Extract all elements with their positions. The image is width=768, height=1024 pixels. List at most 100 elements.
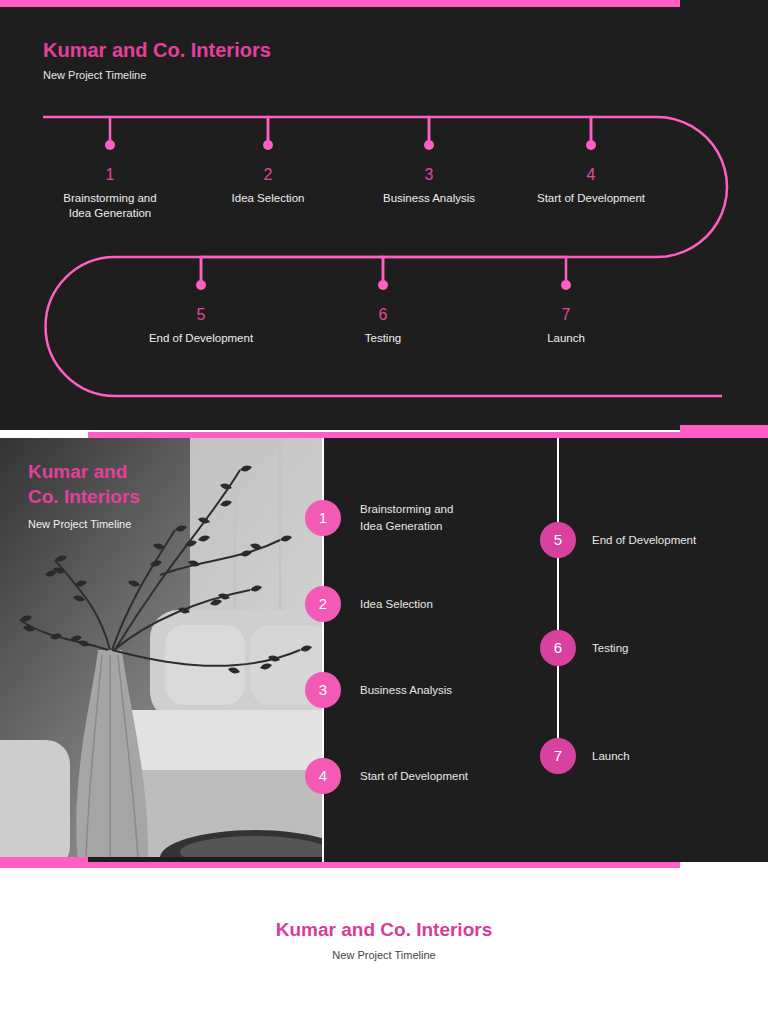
timeline-step: 3Business Analysis [349, 140, 509, 206]
step-label: Idea Selection [360, 596, 433, 613]
accent-bar [680, 425, 768, 432]
timeline-step: 2Idea Selection [188, 140, 348, 206]
bowl [160, 830, 323, 857]
timeline-connector [383, 257, 566, 280]
step-label: Brainstorming and Idea Generation [56, 191, 164, 221]
timeline-connector [322, 708, 324, 758]
step-label: Idea Selection [232, 191, 305, 206]
step-circle: 3Business Analysis [305, 672, 341, 708]
text-slot: New Project Timeline [43, 68, 343, 82]
step-label: End of Development [592, 532, 696, 549]
text-slot: Kumar and Co. Interiors [0, 918, 768, 942]
step-number: 3 [319, 681, 327, 699]
text-slot: New Project Timeline [28, 517, 228, 531]
step-circle: 1Brainstorming and Idea Generation [305, 500, 341, 536]
timeline-dot [424, 140, 434, 150]
timeline-step: 7Launch [486, 280, 646, 346]
step-number: 3 [425, 165, 434, 185]
accent-bar [0, 862, 680, 868]
accent-bar [0, 0, 680, 7]
timeline-connector [201, 257, 383, 280]
step-label: Testing [592, 640, 628, 657]
timeline-dot [196, 280, 206, 290]
timeline-step: 5End of Development [121, 280, 281, 346]
timeline-connector [110, 117, 268, 140]
timeline-dot [105, 140, 115, 150]
heading-label: Kumar and Co. Interiors [0, 918, 768, 942]
text-slot: Business Analysis [360, 682, 452, 699]
accent-bar [0, 857, 88, 862]
step-number: 1 [319, 509, 327, 527]
timeline-connector [557, 558, 559, 630]
step-label: Testing [365, 331, 401, 346]
timeline-connector [322, 536, 324, 586]
timeline-step: 4Start of Development [511, 140, 671, 206]
step-label: Business Analysis [360, 682, 452, 699]
step-number: 5 [554, 531, 562, 549]
step-label: Start of Development [537, 191, 645, 206]
step-label: Business Analysis [383, 191, 475, 206]
step-circle: 6Testing [540, 630, 576, 666]
text-slot: End of Development [592, 532, 696, 549]
middle-panel [0, 438, 768, 862]
bowl-inner [180, 836, 323, 857]
text-slot: Launch [592, 748, 630, 765]
step-circle: 4Start of Development [305, 758, 341, 794]
text-slot: Brainstorming and Idea Generation [360, 501, 468, 535]
timeline-rail [322, 438, 324, 500]
text-slot: Testing [592, 640, 628, 657]
text-slot: Idea Selection [360, 596, 433, 613]
step-number: 4 [587, 165, 596, 185]
timeline-connector [322, 622, 324, 672]
step-label: End of Development [149, 331, 253, 346]
step-label: Start of Development [360, 768, 468, 785]
timeline-step: 6Testing [303, 280, 463, 346]
step-number: 4 [319, 767, 327, 785]
sofa-seat [110, 710, 323, 780]
timeline-tail [46, 257, 722, 396]
timeline-rail [322, 794, 324, 862]
timeline-connector [429, 117, 591, 140]
step-label: Launch [592, 748, 630, 765]
step-circle: 2Idea Selection [305, 586, 341, 622]
timeline-dot [561, 280, 571, 290]
armchair [0, 740, 70, 857]
timeline-rail [557, 438, 559, 522]
step-number: 2 [264, 165, 273, 185]
text-slot: New Project Timeline [0, 948, 768, 962]
timeline-dot [586, 140, 596, 150]
timeline-dot [378, 280, 388, 290]
timeline-step: 1Brainstorming and Idea Generation [30, 140, 190, 221]
step-label: Launch [547, 331, 585, 346]
interior-photo [0, 438, 323, 857]
text-slot: Kumar and Co. Interiors [28, 459, 153, 509]
step-number: 7 [554, 747, 562, 765]
step-number: 2 [319, 595, 327, 613]
step-number: 5 [197, 305, 206, 325]
subtitle-label: New Project Timeline [28, 517, 228, 531]
vase-texture [86, 655, 138, 857]
window-frame [235, 438, 280, 628]
step-circle: 7Launch [540, 738, 576, 774]
top-panel [0, 0, 768, 430]
step-number: 6 [554, 639, 562, 657]
text-slot: Start of Development [360, 768, 468, 785]
step-number: 6 [379, 305, 388, 325]
step-number: 1 [106, 165, 115, 185]
timeline-lead [43, 116, 110, 119]
heading-label: Kumar and Co. Interiors [28, 459, 153, 509]
subtitle-label: New Project Timeline [43, 68, 343, 82]
diagram-title: Kumar and Co. Interiors [43, 38, 363, 62]
timeline-dot [263, 140, 273, 150]
vase [76, 650, 148, 857]
step-circle: 5End of Development [540, 522, 576, 558]
timeline-connector [557, 666, 559, 738]
text-slot: Kumar and Co. Interiors [43, 38, 363, 62]
step-label: Brainstorming and Idea Generation [360, 501, 468, 535]
subtitle-label: New Project Timeline [0, 948, 768, 962]
step-number: 7 [562, 305, 571, 325]
accent-bar [88, 432, 768, 438]
